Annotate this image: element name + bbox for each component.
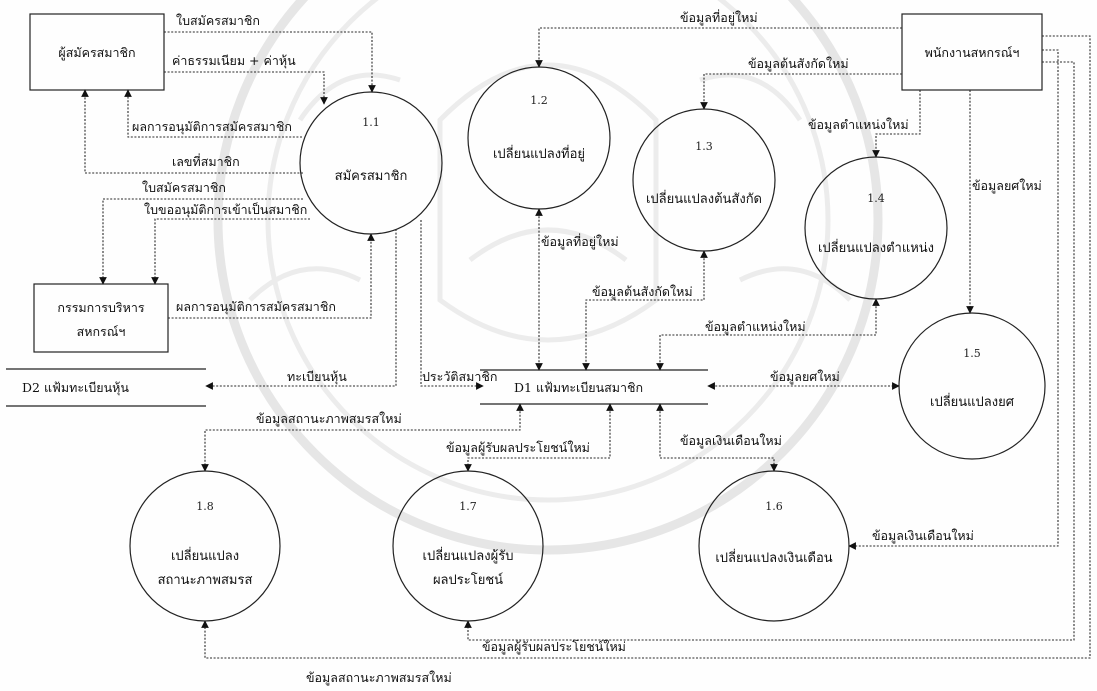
- flow-member-number: [81, 89, 303, 174]
- datastore-d1: D1 แฟ้มทะเบียนสมาชิก: [480, 369, 708, 405]
- entity-board-box: [33, 283, 169, 353]
- flow-label: ใบสมัครสมาชิก: [142, 180, 226, 195]
- flow-approval-result-board: [168, 233, 375, 319]
- flow-label: ข้อมูลยศใหม่: [972, 178, 1042, 194]
- flow-share-registry: [205, 229, 397, 390]
- flow-label: ข้อมูลสถานะภาพสมรสใหม่: [306, 670, 452, 686]
- flow-label: ข้อมูลตำแหน่งใหม่: [705, 319, 806, 335]
- process-number: 1.7: [459, 500, 477, 513]
- flow-new-salary-staff: [848, 49, 1059, 550]
- entity-applicant-box: [29, 13, 165, 91]
- entity-staff-label: พนักงานสหกรณ์ฯ: [925, 45, 1020, 60]
- flow-approval-result-applicant: [124, 89, 302, 138]
- process-number: 1.4: [867, 192, 885, 205]
- flow-label: ข้อมูลที่อยู่ใหม่: [680, 9, 758, 26]
- flow-label: ผลการอนุมัติการสมัครสมาชิก: [132, 119, 292, 135]
- process-name: สมัครสมาชิก: [335, 169, 408, 184]
- flow-label: ข้อมูลผู้รับผลประโยชน์ใหม่: [446, 440, 590, 456]
- process-name-line2: ผลประโยชน์: [433, 572, 503, 588]
- entity-board-label-2: สหกรณ์ฯ: [77, 324, 126, 339]
- entity-staff-box: [901, 13, 1043, 91]
- flow-label: ใบสมัครสมาชิก: [176, 13, 260, 28]
- process-name: เปลี่ยนแปลงตำแหน่ง: [818, 239, 934, 256]
- flow-label: เลขที่สมาชิก: [172, 153, 240, 169]
- entity-board-label-1: กรรมการบริหาร: [57, 300, 144, 315]
- flow-request-approval: [151, 218, 310, 285]
- process-name: เปลี่ยนแปลงที่อยู่: [493, 145, 585, 162]
- process-name: เปลี่ยนแปลงเงินเดือน: [715, 549, 832, 566]
- flow-label: ใบขออนุมัติการเข้าเป็นสมาชิก: [144, 202, 307, 218]
- flow-label: ค่าธรรมเนียม + ค่าหุ้น: [172, 53, 296, 69]
- flow-label: ข้อมูลยศใหม่: [770, 369, 840, 385]
- process-number: 1.1: [362, 116, 380, 129]
- flow-label: ข้อมูลผู้รับผลประโยชน์ใหม่: [482, 639, 626, 655]
- flow-label: ข้อมูลสถานะภาพสมรสใหม่: [256, 411, 402, 427]
- flow-new-position-store: [656, 298, 880, 371]
- flow-fee-share: [164, 71, 328, 105]
- flow-label: ข้อมูลตำแหน่งใหม่: [808, 117, 909, 133]
- flow-new-beneficiary-store: [464, 403, 614, 472]
- flow-application-form: [164, 31, 376, 93]
- flow-new-affiliation-staff: [700, 73, 902, 110]
- flow-label: ข้อมูลต้นสังกัดใหม่: [592, 284, 693, 300]
- flow-label: ข้อมูลที่อยู่ใหม่: [541, 233, 619, 250]
- flow-label: ข้อมูลเงินเดือนใหม่: [872, 528, 974, 544]
- process-1-6: 1.6 เปลี่ยนแปลงเงินเดือน: [698, 470, 850, 622]
- flow-member-history: [420, 220, 484, 390]
- flow-label: ทะเบียนหุ้น: [287, 369, 347, 385]
- process-number: 1.2: [530, 94, 548, 107]
- datastore-d2: D2 แฟ้มทะเบียนหุ้น: [6, 368, 206, 407]
- process-number: 1.6: [765, 500, 783, 513]
- process-number: 1.5: [963, 347, 981, 360]
- process-1-5: 1.5 เปลี่ยนแปลงยศ: [898, 312, 1046, 460]
- flow-label: ข้อมูลเงินเดือนใหม่: [680, 433, 782, 449]
- process-name-line1: เปลี่ยนแปลงผู้รับ: [423, 547, 514, 564]
- datastore-d2-label: D2 แฟ้มทะเบียนหุ้น: [22, 380, 129, 396]
- datastore-d1-label: D1 แฟ้มทะเบียนสมาชิก: [514, 380, 643, 395]
- process-1-2: 1.2 เปลี่ยนแปลงที่อยู่: [467, 66, 611, 210]
- process-number: 1.8: [196, 500, 214, 513]
- process-name: เปลี่ยนแปลงยศ: [930, 393, 1015, 410]
- flow-new-position-staff: [872, 90, 921, 158]
- flow-label: ประวัติสมาชิก: [422, 369, 497, 384]
- flow-label: ผลการอนุมัติการสมัครสมาชิก: [176, 299, 336, 315]
- flow-new-salary-store: [656, 403, 778, 472]
- process-name: เปลี่ยนแปลงต้นสังกัด: [646, 190, 762, 207]
- flow-new-marital-store: [201, 403, 524, 472]
- flow-new-beneficiary-staff: [464, 61, 1075, 641]
- flow-new-marital-staff: [201, 35, 1091, 659]
- process-name-line1: เปลี่ยนแปลง: [171, 547, 239, 564]
- flow-application-form-board: [99, 198, 303, 285]
- flow-new-address-staff: [535, 27, 902, 68]
- flow-new-affiliation-store: [582, 250, 708, 371]
- entity-applicant-label: ผู้สมัครสมาชิก: [58, 45, 135, 61]
- process-number: 1.3: [695, 140, 713, 153]
- process-1-1: 1.1 สมัครสมาชิก: [299, 91, 443, 235]
- process-1-8: 1.8 เปลี่ยนแปลง สถานะภาพสมรส: [129, 470, 281, 622]
- watermark-seal: [213, 0, 883, 555]
- flow-label: ข้อมูลต้นสังกัดใหม่: [748, 56, 849, 72]
- process-name-line2: สถานะภาพสมรส: [158, 573, 253, 588]
